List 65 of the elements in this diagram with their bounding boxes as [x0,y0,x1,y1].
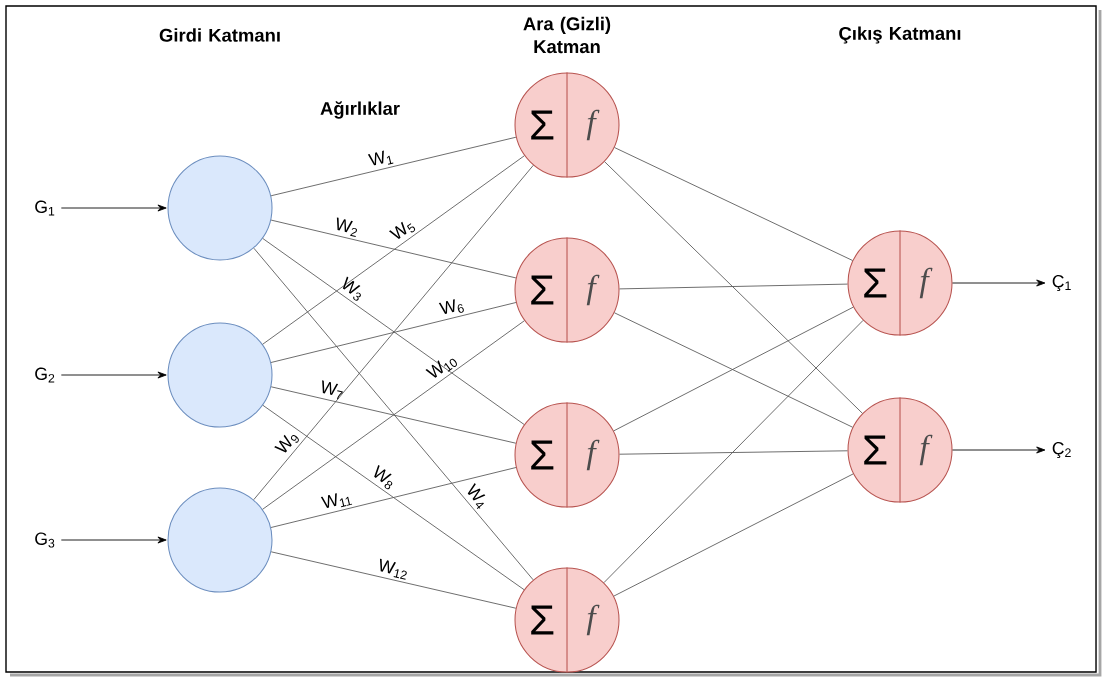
connection-line [270,467,517,528]
neuron-circle [514,401,620,509]
connection-line [614,147,853,261]
weight-label: W$_{6}$ [438,299,464,314]
activation-symbol: f [586,274,600,306]
weight-label: W$_{7}$ [322,380,343,400]
weight-label: W$_{4}$ [467,482,486,510]
connection-line [613,473,854,597]
weight-label: W$_{8}$ [374,464,393,490]
signal-label: Ç$_{2}$ [1052,442,1071,458]
sum-symbol: Σ [531,440,554,470]
weights-heading: Ağırlıklar [320,101,400,119]
activation-symbol: f [919,267,933,299]
connection-line [253,164,534,501]
connection-line [270,136,517,197]
connection-line [262,238,525,425]
signal-label: Ç$_{1}$ [1052,275,1071,291]
activation-symbol: f [586,604,600,636]
signal-label: G$_{2}$ [35,367,55,383]
sum-symbol: Σ [864,268,887,298]
neuron-circle [514,236,620,344]
arrow [60,536,167,544]
weight-label: W$_{10}$ [425,358,457,378]
neuron-circle [847,396,953,504]
weight-label: W$_{12}$ [379,558,407,580]
weight-label: W$_{3}$ [342,276,361,301]
weight-label: W$_{2}$ [336,217,357,237]
weight-label: W$_{1}$ [367,150,394,166]
arrow [60,204,167,212]
section-heading: Çıkış Katmanı [839,26,961,44]
weight-label: W$_{11}$ [320,493,353,508]
connection-line [603,319,864,584]
arrow [952,446,1046,454]
activation-symbol: f [919,434,933,466]
connection-line [262,320,525,510]
section-heading: Ara (Gizli) Katman [523,16,611,54]
sum-symbol: Σ [864,435,887,465]
connection-line [262,155,525,345]
neuron-circle [514,71,620,179]
connection-line [253,247,534,581]
sum-symbol: Σ [531,110,554,140]
signal-label: G$_{3}$ [35,532,55,548]
neuron-circle [847,229,953,337]
input-circle [167,322,273,428]
input-circle [167,155,273,261]
connection-line [270,386,517,444]
sum-symbol: Σ [531,275,554,305]
section-heading: Girdi Katmanı [159,28,280,42]
connection-line [619,283,848,290]
activation-symbol: f [586,439,600,471]
activation-symbol: f [586,109,600,141]
sum-symbol: Σ [531,605,554,635]
connection-line [604,161,863,414]
connection-line [270,219,517,279]
weight-label: W$_{5}$ [388,221,416,239]
weight-label: W$_{9}$ [274,434,299,453]
signal-label: G$_{1}$ [35,200,55,216]
connection-line [270,551,517,609]
neuron-circle [514,566,620,674]
arrow [952,279,1046,287]
arrow [60,371,167,379]
connection-line [619,450,848,455]
connection-line [262,404,525,591]
input-circle [167,487,273,593]
connection-line [270,302,517,363]
